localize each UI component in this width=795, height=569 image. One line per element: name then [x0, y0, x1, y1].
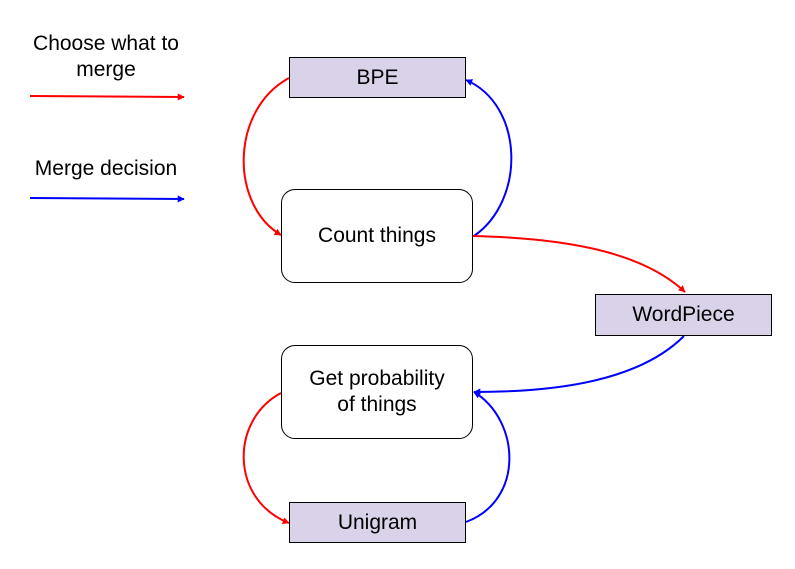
arrow-count-to-bpe — [465, 79, 513, 237]
arrow-unigram-to-probability — [465, 391, 511, 523]
node-wordpiece-label: WordPiece — [632, 303, 735, 326]
arrow-bpe-to-count — [242, 77, 290, 236]
legend-decision-arrow — [29, 195, 185, 203]
node-wordpiece: WordPiece — [595, 294, 772, 336]
node-count-things-label: Count things — [318, 224, 436, 247]
arrow-probability-to-unigram — [242, 392, 290, 524]
node-count-things: Count things — [281, 189, 473, 283]
legend-decision-label: Merge decision — [34, 157, 178, 180]
legend-choose-label: Choose what to merge — [33, 32, 179, 81]
node-bpe: BPE — [289, 57, 466, 98]
node-get-probability: Get probability of things — [281, 345, 473, 439]
node-bpe-label: BPE — [356, 65, 399, 89]
node-unigram-label: Unigram — [337, 510, 418, 534]
node-unigram: Unigram — [289, 502, 466, 543]
node-get-probability-label: Get probability of things — [309, 367, 445, 416]
arrow-wordpiece-to-probability — [473, 335, 685, 396]
arrow-count-to-wordpiece — [472, 235, 686, 293]
legend-choose-arrow — [29, 93, 185, 101]
